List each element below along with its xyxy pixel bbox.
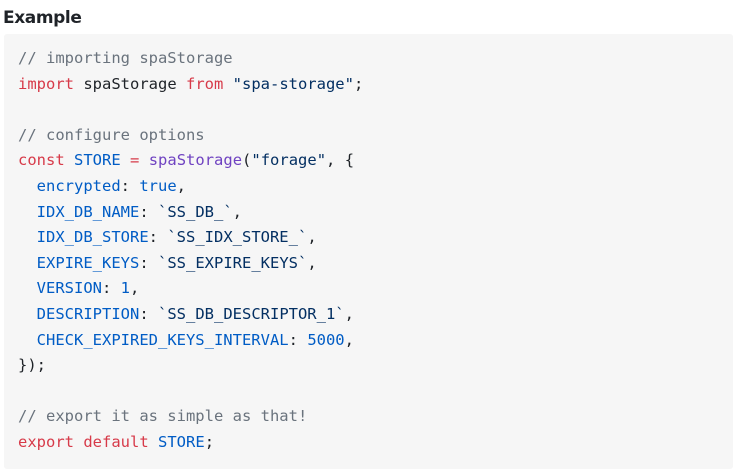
code-token-plain: : [139,253,158,272]
code-token-constant: VERSION [36,279,102,298]
code-block[interactable]: // importing spaStorage import spaStorage… [4,34,733,469]
code-token-constant: 5000 [307,330,345,349]
code-token-plain [18,228,37,246]
code-line: import spaStorage from "spa-storage"; [18,72,363,98]
code-line: IDX_DB_NAME: `SS_DB_`, [18,200,363,226]
code-token-string: "forage" [251,151,327,170]
code-lines: // importing spaStorage import spaStorage… [18,46,363,456]
code-line: IDX_DB_STORE: `SS_IDX_STORE_`, [18,225,363,251]
code-content[interactable]: // importing spaStorage import spaStorage… [18,46,363,456]
code-token-plain [18,177,37,195]
code-token-plain [121,151,130,169]
code-token-string: `SS_DB_` [158,202,233,221]
code-token-plain [149,433,158,451]
code-token-keyword: default [83,432,149,451]
code-token-plain [18,279,37,297]
code-token-constant: IDX_DB_NAME [36,202,140,221]
code-token-plain: , [307,253,317,272]
section-heading: Example [3,8,82,28]
code-token-constant: encrypted [36,176,121,195]
code-token-plain: , [130,279,140,298]
code-token-function: spaStorage [148,151,243,170]
code-token-plain [18,254,37,272]
code-token-plain [18,331,37,349]
code-token-plain [74,433,83,451]
code-token-plain: : [288,330,308,349]
code-line: }); [18,353,363,379]
code-token-constant: IDX_DB_STORE [36,228,149,247]
code-line: encrypted: true, [18,174,363,200]
code-line: CHECK_EXPIRED_KEYS_INTERVAL: 5000, [18,328,363,354]
code-token-keyword: import [18,74,74,93]
code-line: DESCRIPTION: `SS_DB_DESCRIPTOR_1`, [18,302,363,328]
code-line: // importing spaStorage [18,46,363,72]
code-token-plain: , [176,176,187,195]
code-token-constant: STORE [74,151,121,170]
code-line: export default STORE; [18,430,363,456]
code-token-string: "spa-storage" [232,74,354,93]
code-token-plain [139,151,148,169]
code-line: // export it as simple as that! [18,404,363,430]
code-token-plain: ; [353,74,364,93]
code-line: // configure options [18,123,363,149]
code-token-keyword: export [18,432,74,451]
code-token-string: `SS_IDX_STORE_` [167,228,308,247]
code-token-plain [18,305,37,323]
code-token-constant: STORE [158,432,205,451]
code-token-constant: EXPIRE_KEYS [36,253,140,272]
code-token-keyword: from [185,74,224,93]
code-token-plain [18,203,37,221]
code-token-plain: , [344,304,354,323]
code-line: EXPIRE_KEYS: `SS_EXPIRE_KEYS`, [18,251,363,277]
code-token-plain: , [344,330,354,349]
code-token-constant: true [139,176,177,195]
code-line [18,379,363,405]
code-token-constant: DESCRIPTION [36,304,140,323]
code-token-plain: : [102,279,121,298]
code-token-plain: , [307,228,317,247]
code-token-plain: }); [18,356,46,375]
code-token-constant: CHECK_EXPIRED_KEYS_INTERVAL [36,330,289,349]
code-token-constant: 1 [120,279,131,298]
code-token-plain [65,151,74,169]
code-token-plain: : [139,304,158,323]
code-token-comment: // export it as simple as that! [18,407,308,426]
code-token-plain: , { [326,151,355,170]
code-token-plain: ( [242,151,252,170]
code-line [18,97,363,123]
code-token-keyword: = [130,151,140,170]
code-token-plain: ; [204,432,215,451]
code-token-plain: : [148,228,168,247]
code-line: VERSION: 1, [18,276,363,302]
code-token-comment: // importing spaStorage [18,49,233,67]
code-token-plain: spaStorage [74,74,186,93]
code-token-comment: // configure options [18,125,205,144]
code-token-plain: : [120,176,140,195]
code-line: const STORE = spaStorage("forage", { [18,148,363,174]
code-token-plain: : [139,202,158,221]
code-token-plain: , [232,202,242,221]
code-token-string: `SS_EXPIRE_KEYS` [158,253,308,272]
code-token-keyword: const [18,151,65,170]
code-token-plain [223,75,232,93]
code-token-string: `SS_DB_DESCRIPTOR_1` [158,304,345,323]
